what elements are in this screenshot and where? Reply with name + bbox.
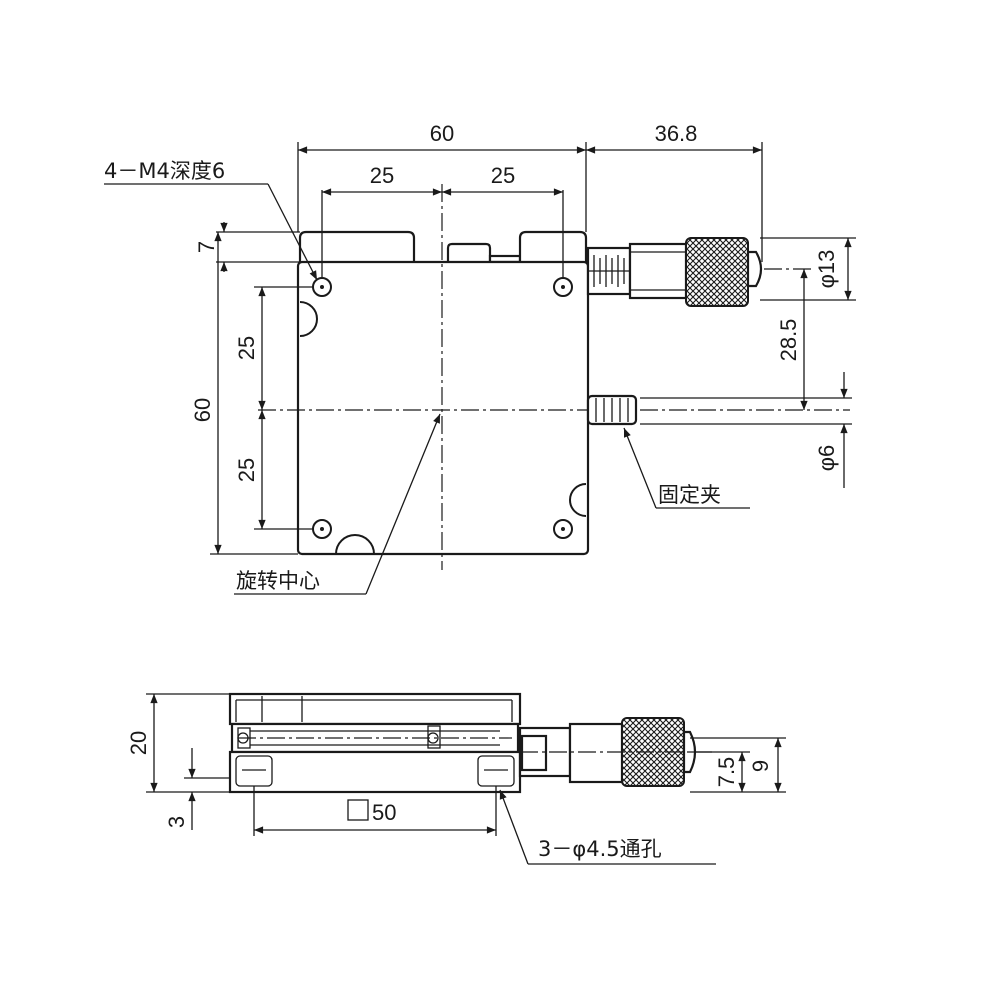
micrometer-ratchet <box>746 250 763 288</box>
notch-left-upper <box>299 301 318 337</box>
dim-square-label: 50 <box>372 800 396 825</box>
side-view: 20 3 50 7.5 9 <box>126 692 786 865</box>
dim-285-label: 28.5 <box>776 319 801 362</box>
callout-rotation-center: 旋转中心 <box>234 413 441 595</box>
micrometer-knurl <box>685 237 749 307</box>
dim-vert-lower-label: 25 <box>234 458 259 482</box>
callout-clamp: 固定夹 <box>623 427 750 509</box>
dim-base-3: 3 <box>164 748 230 830</box>
side-base <box>228 750 522 794</box>
dim-micrometer-36-8: 36.8 <box>586 121 763 262</box>
notch-bottom-left <box>335 534 375 555</box>
micrometer-head <box>586 237 763 307</box>
label-through-holes: 3－φ4.5通孔 <box>538 837 662 861</box>
top-tab-left <box>298 230 416 262</box>
dim-side-height-20: 20 <box>126 693 230 793</box>
dim-height-label: 60 <box>190 398 215 422</box>
label-m4-holes: 4－M4深度6 <box>104 159 225 183</box>
dim-phi6-label: φ6 <box>814 445 839 472</box>
side-micrometer-thimble <box>568 722 624 784</box>
dim-square-50: 50 <box>253 786 497 836</box>
dim-vert-upper-label: 25 <box>234 336 259 360</box>
dim-75-label: 7.5 <box>714 757 739 788</box>
dim-width-60: 60 <box>297 121 587 232</box>
dim-phi13-label: φ13 <box>814 250 839 289</box>
label-rotation-center: 旋转中心 <box>236 569 320 593</box>
side-top-plate <box>228 692 522 726</box>
dim-9-label: 9 <box>748 760 773 772</box>
dim-height-60: 60 <box>190 232 298 555</box>
dim-half-left-label: 25 <box>370 163 394 188</box>
dim-phi6: φ6 <box>640 372 852 488</box>
dim-width-label: 60 <box>430 121 454 146</box>
notch-right-lower <box>569 483 587 517</box>
dim-base-label: 3 <box>164 816 189 828</box>
side-micrometer <box>518 717 712 787</box>
label-clamp: 固定夹 <box>658 483 721 507</box>
top-view: 60 36.8 25 25 4－M4深度6 <box>104 121 856 595</box>
dim-side-height-label: 20 <box>126 731 151 755</box>
top-tab-middle <box>446 242 492 262</box>
dim-top-offset-label: 7 <box>194 241 219 253</box>
m4-hole-bottom-right <box>553 519 573 539</box>
clamp <box>586 394 638 426</box>
dim-halves-25: 25 25 <box>321 163 564 278</box>
dim-vertical-halves: 25 25 <box>234 286 314 530</box>
dim-micrometer-label: 36.8 <box>655 121 698 146</box>
stage-body <box>296 260 590 556</box>
dim-side-micrometer: 7.5 9 <box>690 737 786 793</box>
dim-top-offset-7: 7 <box>194 222 300 272</box>
callout-through-holes: 3－φ4.5通孔 <box>499 789 716 865</box>
dim-phi13: φ13 <box>760 237 856 301</box>
square-symbol-icon <box>347 799 369 821</box>
top-tab-right <box>518 230 588 262</box>
side-micrometer-collar <box>520 734 548 772</box>
dim-28-5: 28.5 <box>776 268 808 411</box>
dim-half-right-label: 25 <box>491 163 515 188</box>
